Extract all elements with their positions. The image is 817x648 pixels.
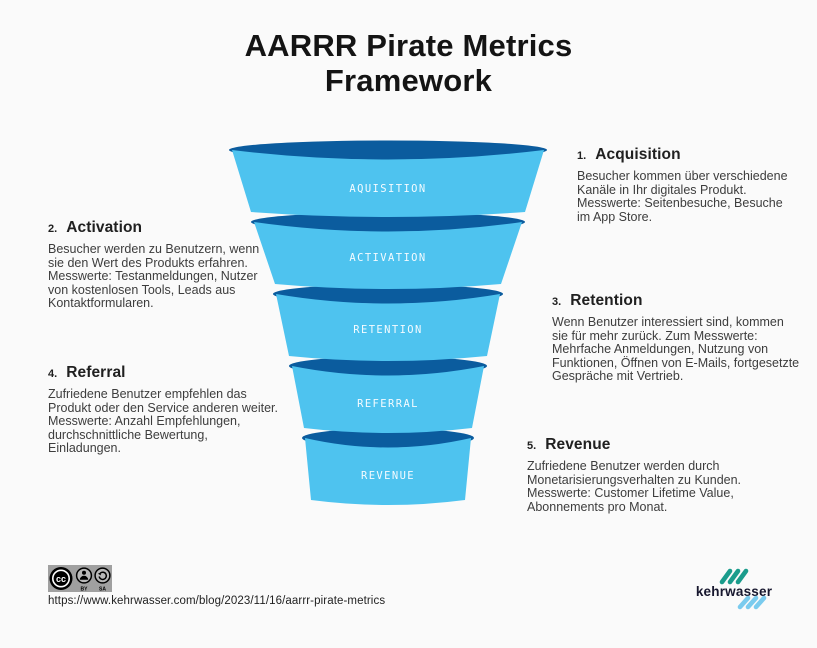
note-activation: 2. Activation Besucher werden zu Benutze… [48,219,270,311]
note-referral: 4. Referral Zufriedene Benutzer empfehle… [48,364,278,456]
note-title: Retention [570,292,643,309]
note-retention-heading: 3. Retention [552,292,802,310]
source-url: https://www.kehrwasser.com/blog/2023/11/… [48,595,386,607]
funnel-label-revenue: REVENUE [361,470,415,482]
note-title: Acquisition [595,146,681,163]
svg-text:SA: SA [99,587,106,593]
svg-text:cc: cc [56,574,66,584]
by-icon: BY [75,567,93,593]
funnel-label-referral: REFERRAL [357,398,419,410]
note-body: Zufriedene Benutzer werden durch Monetar… [527,459,742,514]
note-number: 2. [48,223,58,235]
note-body: Zufriedene Benutzer empfehlen das Produk… [48,387,278,456]
note-number: 3. [552,296,562,308]
note-number: 1. [577,150,587,162]
note-title: Referral [66,364,126,381]
note-activation-heading: 2. Activation [48,219,270,237]
note-number: 5. [527,440,537,452]
cc-by-sa-license-badge: cc BY SA [48,565,112,592]
note-title: Activation [66,219,143,236]
funnel-rim-activation [251,212,525,232]
kehrwasser-logo: kehrwasser [696,568,773,610]
funnel-label-retention: RETENTION [353,324,423,336]
note-body: Besucher kommen über verschiedene Kanäle… [577,169,788,224]
funnel-segment-retention [276,294,500,361]
note-acquisition: 1. Acquisition Besucher kommen über vers… [577,146,792,224]
note-acquisition-heading: 1. Acquisition [577,146,792,164]
note-body: Besucher werden zu Benutzern, wenn sie d… [48,242,260,311]
funnel-segment-revenue [305,438,471,505]
note-body: Wenn Benutzer interessiert sind, kommen … [552,315,800,384]
funnel-diagram: AQUISITION ACTIVATION RETENTION REFERRAL… [229,140,547,505]
logo-waves-bottom-icon [737,595,767,610]
funnel-label-acquisition: AQUISITION [349,183,426,195]
page-title-line1: AARRR Pirate Metrics [244,28,573,63]
funnel-rim-revenue [302,428,474,448]
funnel-rim-acquisition [229,140,547,160]
note-revenue-heading: 5. Revenue [527,436,767,454]
svg-text:BY: BY [81,587,89,593]
sa-icon: SA [94,567,111,593]
page-title: AARRR Pirate Metrics Framework [0,28,817,98]
note-revenue: 5. Revenue Zufriedene Benutzer werden du… [527,436,767,514]
cc-icon: cc [49,567,73,590]
funnel-segment-activation [254,222,522,289]
page-title-line2: Framework [324,63,493,98]
logo-waves-top-icon [719,568,749,585]
funnel-segment-acquisition [232,150,544,217]
note-retention: 3. Retention Wenn Benutzer interessiert … [552,292,802,384]
funnel-rim-referral [289,356,487,376]
funnel-segment-referral [292,366,484,433]
note-referral-heading: 4. Referral [48,364,278,382]
funnel-rim-retention [273,284,503,304]
note-number: 4. [48,368,58,380]
logo-text: kehrwasser [696,584,773,599]
funnel-label-activation: ACTIVATION [349,252,426,264]
note-title: Revenue [545,436,611,453]
